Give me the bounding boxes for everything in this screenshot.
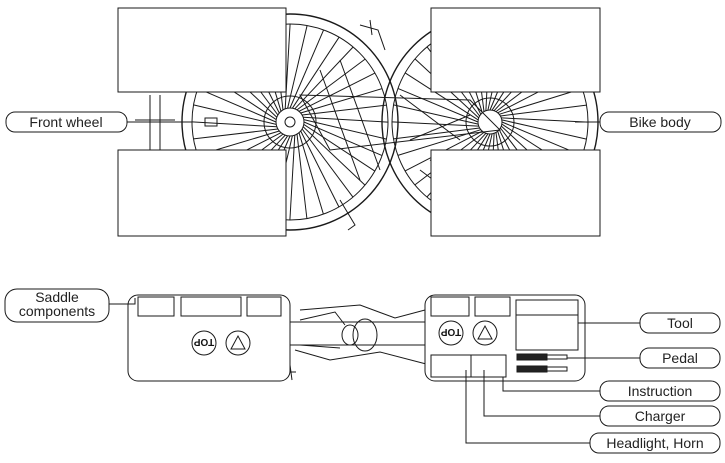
label-front-wheel: Front wheel <box>29 114 102 130</box>
foam-block-bottom-left <box>117 149 287 237</box>
foam-blocks <box>117 7 601 237</box>
wheel-spoke <box>501 117 589 123</box>
label-headlight-horn: Headlight, Horn <box>606 435 703 451</box>
foam-block-top-left <box>117 7 287 93</box>
label-saddle-line2: components <box>19 303 95 319</box>
wheel-spoke <box>404 72 479 121</box>
foam-block-top-right <box>430 7 601 93</box>
wheel-spoke <box>284 23 291 109</box>
wheel-spoke <box>289 29 325 109</box>
label-instruction: Instruction <box>628 383 693 399</box>
wheel-spoke <box>193 128 278 140</box>
wheel-spoke <box>300 88 383 114</box>
callout-pedal: Pedal <box>567 347 721 369</box>
wheel-spoke <box>289 135 296 221</box>
wheel-spoke <box>303 119 387 140</box>
callout-headlight-horn: Headlight, Horn <box>465 370 721 454</box>
wheel-spoke <box>393 127 480 140</box>
wheel-spoke <box>301 128 354 198</box>
wheel-spoke <box>397 87 479 123</box>
instruction-slot <box>430 354 507 378</box>
wheel-spoke <box>298 72 376 112</box>
wheel-spoke <box>500 104 587 117</box>
callout-front-wheel: Front wheel <box>5 111 192 133</box>
wheel-spoke <box>296 58 366 111</box>
pedal-drawing <box>516 353 568 373</box>
callout-bike-body: Bike body <box>575 111 722 133</box>
foam-block-bottom-right <box>430 149 601 237</box>
top-stamp-left <box>191 330 217 356</box>
callout-instruction: Instruction <box>502 377 721 402</box>
wheel-spoke <box>197 87 277 123</box>
stem-drawing <box>285 304 431 381</box>
wheel-spoke <box>298 132 324 215</box>
wheel-spoke <box>300 130 340 208</box>
wheel-spoke <box>191 121 277 128</box>
wheel-spoke <box>303 116 389 123</box>
callout-charger: Charger <box>483 370 721 427</box>
callout-tool: Tool <box>578 312 721 334</box>
top-stamp-right <box>438 320 464 346</box>
top-stamp-text-right: TOP <box>440 326 461 337</box>
wheel-spoke <box>303 123 376 172</box>
wheel-spoke <box>302 126 366 186</box>
wheel-spoke <box>499 88 583 115</box>
callout-saddle-components: Saddle components <box>4 288 136 323</box>
wheel-spoke <box>303 121 383 157</box>
wheel-spoke <box>296 134 308 219</box>
wheel-spoke <box>391 121 479 127</box>
wheel-spoke <box>294 46 354 110</box>
label-pedal: Pedal <box>662 350 698 366</box>
recycle-stamp-right <box>472 320 498 346</box>
wheel-spoke <box>302 104 387 116</box>
tool-slot <box>515 299 579 351</box>
recycle-stamp-left <box>225 330 251 356</box>
wheel-spoke <box>501 119 587 140</box>
label-tool: Tool <box>667 315 693 331</box>
label-charger: Charger <box>635 408 686 424</box>
label-bike-body: Bike body <box>629 114 690 130</box>
box-top-view <box>127 294 586 382</box>
label-saddle-line1: Saddle <box>35 289 79 305</box>
wheel-spoke <box>393 104 479 125</box>
wheel-spoke <box>287 25 308 109</box>
wheel-spoke <box>193 104 277 125</box>
top-stamp-text-left: TOP <box>193 336 214 347</box>
